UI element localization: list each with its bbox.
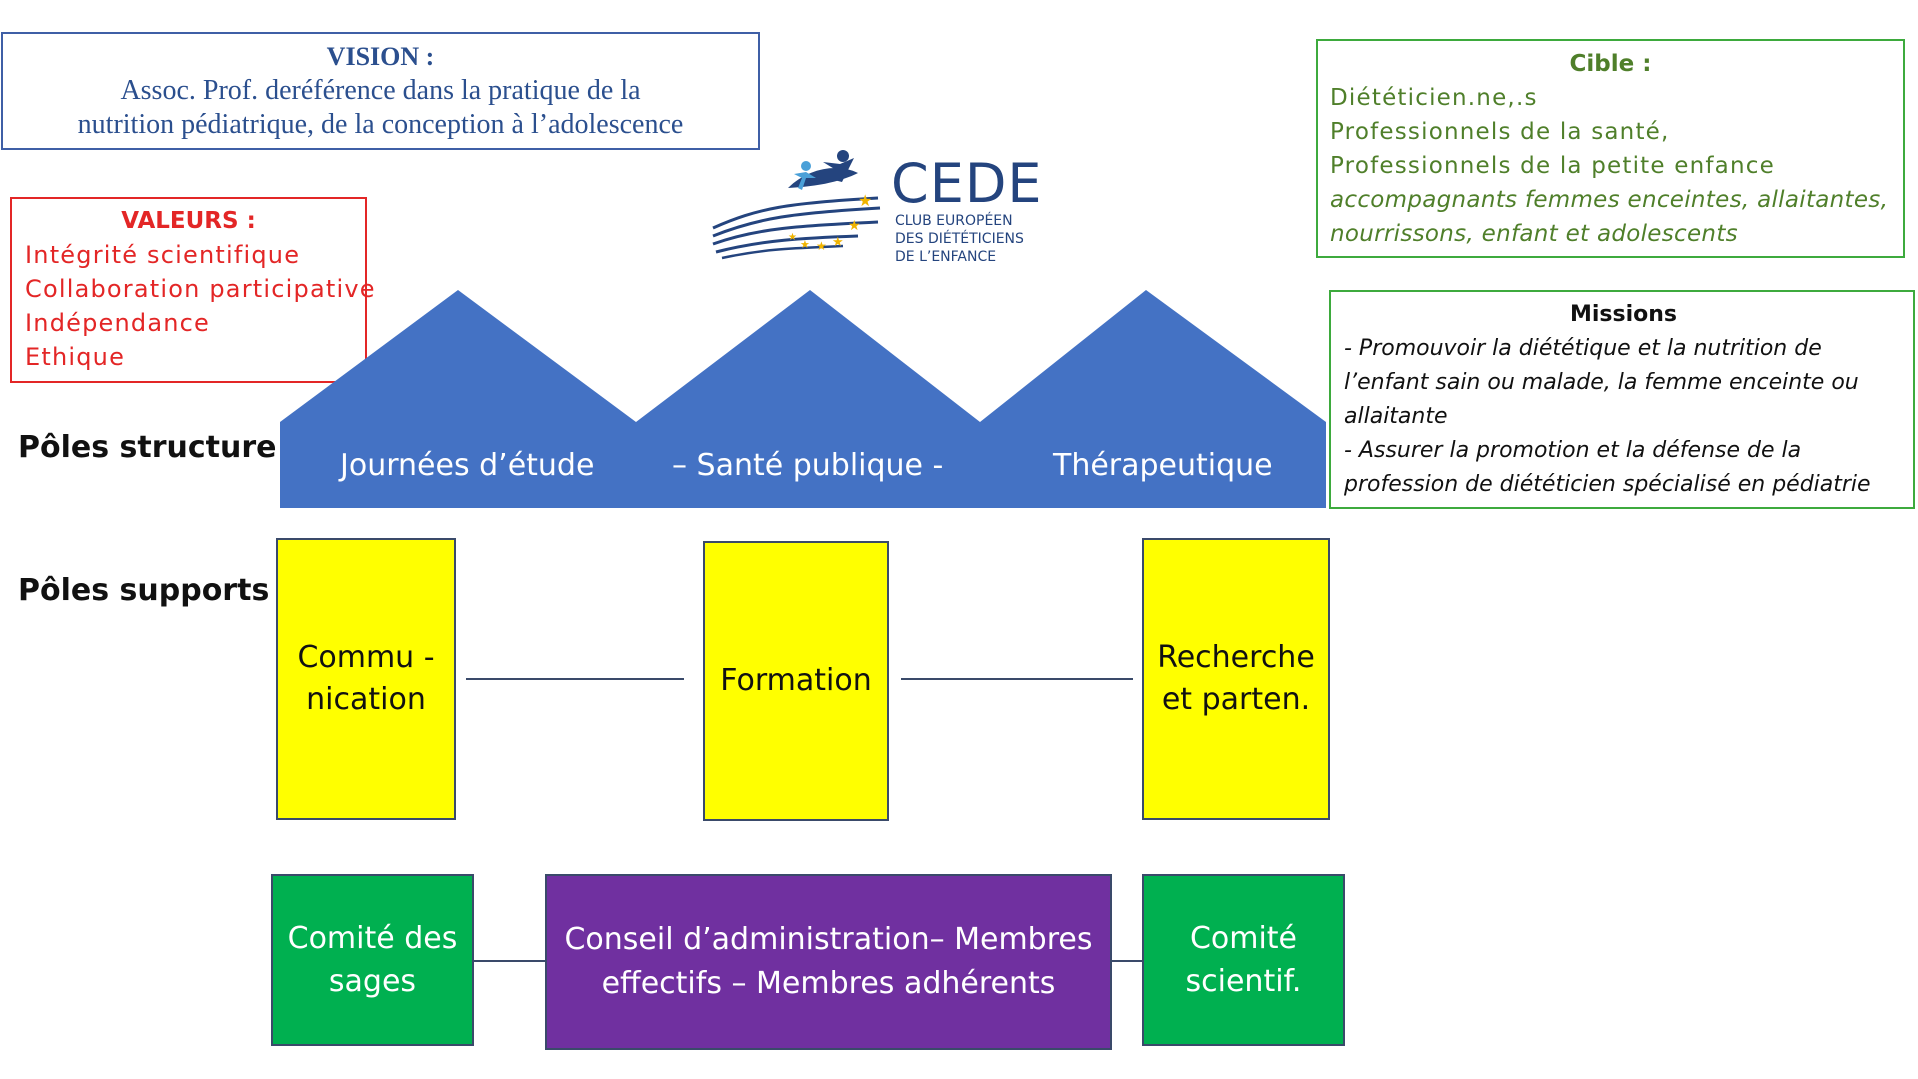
comite-des-sages: Comité des sages [271, 874, 474, 1046]
svg-text:★: ★ [858, 191, 872, 210]
pole-structure-sante-publique: – Santé publique - [672, 448, 944, 483]
vision-line: nutrition pédiatrique, de la conception … [77, 109, 684, 140]
valeur-item: Collaboration participative [25, 275, 376, 303]
comite-scientif-line: Comité [1189, 921, 1298, 956]
support-communication-line: nication [306, 682, 426, 717]
logo-emblem-icon: ★ ★ ★ ★ ★ ★ [712, 150, 881, 260]
support-formation-line: Formation [720, 663, 872, 698]
valeur-item: Indépendance [25, 309, 211, 337]
logo-subtitle: CLUB EUROPÉEN DES DIÉTÉTICIENS DE L’ENFA… [895, 212, 1024, 266]
mission-line: l’enfant sain ou malade, la femme encein… [1344, 370, 1859, 395]
mission-line: profession de diététicien spécialisé en … [1344, 472, 1871, 497]
svg-text:★: ★ [788, 232, 797, 243]
pole-structure-therapeutique: Thérapeutique [1053, 448, 1273, 483]
svg-text:★: ★ [800, 238, 810, 251]
vision-line: Assoc. Prof. deréférence dans la pratiqu… [120, 75, 641, 106]
comite-sages-line: sages [328, 964, 417, 999]
valeurs-box: VALEURS : Intégrité scientifique Collabo… [10, 197, 376, 383]
vision-box: VISION : Assoc. Prof. deréférence dans l… [1, 32, 760, 150]
connector-line [901, 678, 1133, 680]
comite-sages-line: Comité des [287, 921, 458, 956]
support-recherche: Recherche et parten. [1142, 538, 1330, 820]
comite-scientifique: Comité scientif. [1142, 874, 1345, 1046]
conseil-line: effectifs – Membres adhérents [601, 966, 1056, 1001]
valeurs-title: VALEURS : [121, 208, 256, 234]
logo-subtitle-line: CLUB EUROPÉEN [895, 213, 1013, 229]
comite-scientif-line: scientif. [1185, 964, 1302, 999]
connector-line [466, 678, 684, 680]
cible-title: Cible : [1569, 51, 1652, 77]
cible-item: nourrissons, enfant et adolescents [1330, 221, 1738, 247]
svg-text:★: ★ [848, 218, 861, 234]
cible-item: Professionnels de la petite enfance [1330, 153, 1775, 179]
valeur-item: Ethique [25, 343, 126, 371]
connector-line [474, 960, 546, 962]
missions-box: Missions - Promouvoir la diététique et l… [1329, 290, 1915, 509]
svg-text:★: ★ [816, 239, 827, 253]
support-communication: Commu - nication [276, 538, 456, 820]
conseil-line: Conseil d’administration– Membres [564, 922, 1093, 957]
cible-item: Diététicien.ne,.s [1330, 85, 1538, 111]
cede-logo: ★ ★ ★ ★ ★ ★ CEDE CLUB EUROPÉEN DES DIÉTÉ… [708, 148, 1048, 268]
support-communication-line: Commu - [297, 640, 435, 675]
cible-item: Professionnels de la santé, [1330, 119, 1670, 145]
pole-structure-journees: Journées d’étude [340, 448, 595, 483]
valeur-item: Intégrité scientifique [25, 241, 301, 269]
mission-line: - Promouvoir la diététique et la nutriti… [1344, 336, 1822, 361]
cible-item: accompagnants femmes enceintes, allaitan… [1330, 187, 1889, 213]
support-formation: Formation [703, 541, 889, 821]
cible-box: Cible : Diététicien.ne,.s Professionnels… [1316, 39, 1905, 258]
poles-supports-label: Pôles supports [18, 573, 270, 608]
missions-title: Missions [1569, 302, 1678, 327]
logo-subtitle-line: DE L’ENFANCE [895, 249, 997, 265]
roof-shape [280, 290, 1326, 508]
logo-subtitle-line: DES DIÉTÉTICIENS [895, 231, 1024, 247]
logo-title: CEDE [891, 152, 1043, 215]
mission-line: - Assurer la promotion et la défense de … [1344, 438, 1802, 463]
svg-text:★: ★ [832, 235, 844, 250]
conseil-administration: Conseil d’administration– Membres effect… [545, 874, 1112, 1050]
connector-line [1112, 960, 1144, 962]
vision-title: VISION : [326, 42, 435, 71]
mission-line: allaitante [1344, 404, 1448, 429]
support-recherche-line: et parten. [1161, 682, 1311, 717]
poles-structure-label: Pôles structure [18, 430, 277, 465]
support-recherche-line: Recherche [1157, 640, 1315, 675]
